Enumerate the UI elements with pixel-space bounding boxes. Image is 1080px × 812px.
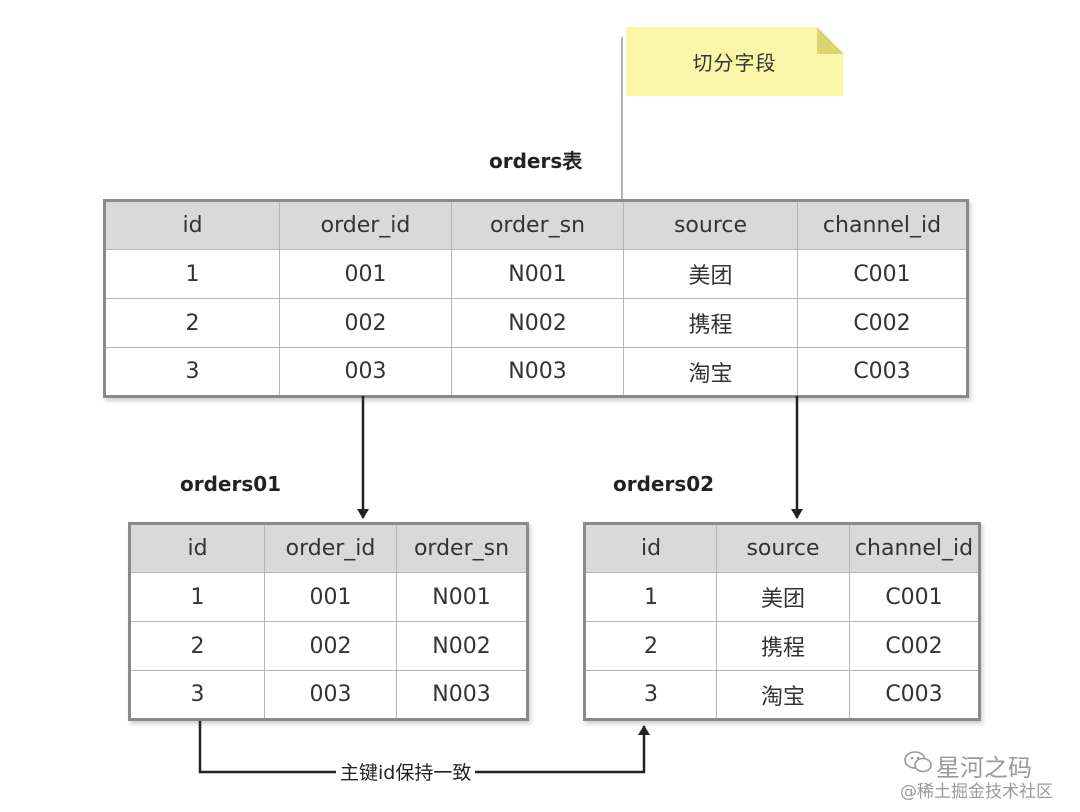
orders01-table: id order_id order_sn 1 001 N001 2 002 N0… (128, 522, 529, 721)
main-table-title: orders表 (489, 149, 583, 173)
table-cell: N002 (451, 298, 624, 348)
column-header: channel_id (849, 523, 980, 573)
table-row: 2 002 N002 携程 C002 (104, 298, 968, 348)
table-cell: 3 (129, 670, 265, 720)
table-row: 1 001 N001 美团 C001 (104, 249, 968, 299)
table-cell: 携程 (716, 621, 850, 671)
column-header: source (716, 523, 850, 573)
column-header: id (104, 200, 280, 250)
table-cell: 002 (279, 298, 452, 348)
table-cell: 003 (264, 670, 397, 720)
column-header: order_sn (396, 523, 528, 573)
column-header: channel_id (797, 200, 968, 250)
table-a-title: orders01 (180, 472, 282, 496)
table-cell: 001 (279, 249, 452, 299)
table-cell: 003 (279, 347, 452, 397)
table-cell: 1 (104, 249, 280, 299)
watermark-name: 星河之码 (936, 754, 1032, 782)
table-header-row: id source channel_id (584, 523, 980, 573)
column-header: id (129, 523, 265, 573)
table-row: 2 002 N002 (129, 621, 528, 671)
table-header-row: id order_id order_sn (129, 523, 528, 573)
column-header: order_sn (451, 200, 624, 250)
table-row: 2 携程 C002 (584, 621, 980, 671)
table-row: 1 美团 C001 (584, 572, 980, 622)
table-cell: 3 (104, 347, 280, 397)
sticky-note-text: 切分字段 (692, 51, 777, 75)
table-cell: N001 (451, 249, 624, 299)
table-cell: 携程 (623, 298, 798, 348)
column-header: source (623, 200, 798, 250)
table-cell: N002 (396, 621, 528, 671)
table-cell: C001 (797, 249, 968, 299)
table-b-title: orders02 (613, 472, 715, 496)
table-cell: 淘宝 (716, 670, 850, 720)
wechat-icon (904, 751, 932, 773)
watermark: 星河之码 @稀土掘金技术社区 (900, 748, 1075, 804)
orders-table: id order_id order_sn source channel_id 1… (103, 199, 969, 398)
table-cell: 美团 (623, 249, 798, 299)
table-cell: 002 (264, 621, 397, 671)
primary-key-label: 主键id保持一致 (336, 759, 476, 787)
column-header: id (584, 523, 717, 573)
table-header-row: id order_id order_sn source channel_id (104, 200, 968, 250)
table-cell: C002 (849, 621, 980, 671)
table-cell: C003 (797, 347, 968, 397)
orders02-table: id source channel_id 1 美团 C001 2 携程 C002… (583, 522, 981, 721)
table-row: 3 淘宝 C003 (584, 670, 980, 720)
table-row: 3 003 N003 淘宝 C003 (104, 347, 968, 397)
table-row: 3 003 N003 (129, 670, 528, 720)
table-cell: 美团 (716, 572, 850, 622)
sticky-note (626, 27, 843, 96)
column-header: order_id (279, 200, 452, 250)
table-cell: 淘宝 (623, 347, 798, 397)
watermark-sub: @稀土掘金技术社区 (900, 782, 1053, 802)
table-cell: 1 (584, 572, 717, 622)
table-cell: C003 (849, 670, 980, 720)
table-cell: N001 (396, 572, 528, 622)
table-cell: 3 (584, 670, 717, 720)
table-cell: N003 (396, 670, 528, 720)
table-cell: N003 (451, 347, 624, 397)
table-cell: C002 (797, 298, 968, 348)
table-cell: 001 (264, 572, 397, 622)
